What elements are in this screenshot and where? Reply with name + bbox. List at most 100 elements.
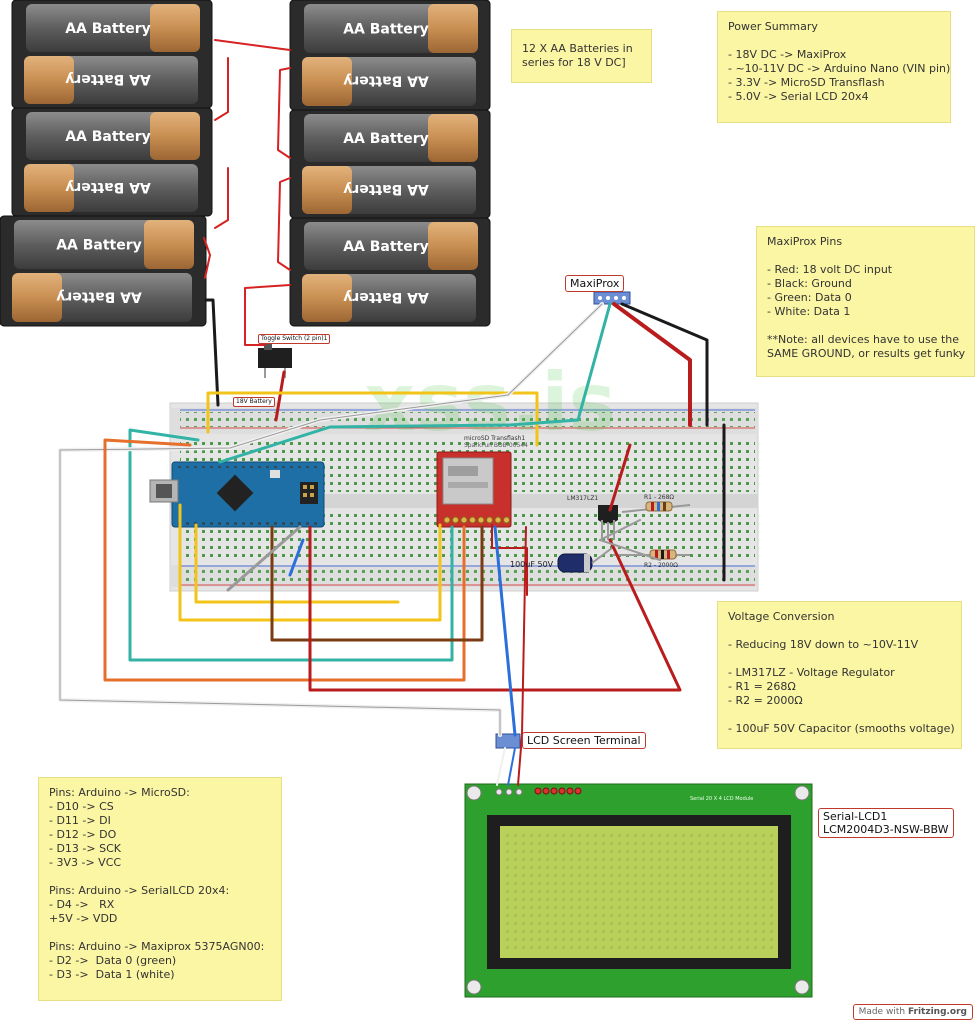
aa-battery-cell: AA Battery xyxy=(302,274,476,322)
lcd-pin xyxy=(515,788,523,796)
aa-battery-cell: AA Battery xyxy=(12,273,192,322)
battery-holder: AA Battery AA Battery xyxy=(11,107,213,217)
note-line: +5V -> VDD xyxy=(49,912,118,925)
note-line: - 100uF 50V Capacitor (smooths voltage) xyxy=(728,722,955,735)
battery-label: AA Battery xyxy=(56,238,142,254)
note-line: - D4 -> RX xyxy=(49,898,115,911)
note-line: Pins: Arduino -> SerialLCD 20x4: xyxy=(49,884,230,897)
battery-label: AA Battery xyxy=(343,22,429,38)
note-line xyxy=(767,249,964,263)
note-line: - R2 = 2000Ω xyxy=(728,694,803,707)
header-pin xyxy=(503,516,510,524)
lcd-module xyxy=(464,783,813,998)
fritzing-prefix: Made with xyxy=(858,1007,906,1017)
aa-battery-cell: AA Battery xyxy=(14,220,194,269)
note-line: - D13 -> SCK xyxy=(49,842,121,855)
header-pin xyxy=(477,516,485,524)
note-line: - D2 -> Data 0 (green) xyxy=(49,954,177,967)
battery-label: AA Battery xyxy=(343,289,429,305)
wires xyxy=(58,39,726,786)
note-line: - 3V3 -> VCC xyxy=(49,856,122,869)
lcd-pin xyxy=(505,788,513,796)
battery-label: AA Battery xyxy=(65,21,151,37)
aa-battery-cell: AA Battery xyxy=(26,4,200,52)
aa-battery-cell: AA Battery xyxy=(304,4,478,53)
power-summary-note: Power Summary - 18V DC -> MaxiProx- ~10-1… xyxy=(717,11,951,123)
arduino-nano xyxy=(149,461,325,528)
header-pin xyxy=(486,516,493,524)
note-line: - 5.0V -> Serial LCD 20x4 xyxy=(728,90,869,103)
battery-breadboard-tag: 18V Battery xyxy=(233,397,275,407)
note-line xyxy=(49,926,271,940)
note-line: Power Summary xyxy=(728,20,818,33)
voltage-regulator xyxy=(598,505,618,540)
battery-label: AA Battery xyxy=(65,129,151,145)
capacitor xyxy=(557,547,613,573)
battery-label: AA Battery xyxy=(343,239,429,255)
note-line: - White: Data 1 xyxy=(767,305,851,318)
note-line: Voltage Conversion xyxy=(728,610,835,623)
battery-holder: AA Battery AA Battery xyxy=(11,0,213,109)
lcd-header-pin xyxy=(558,787,566,795)
note-line: - 18V DC -> MaxiProx xyxy=(728,48,847,61)
voltage-conversion-note: Voltage Conversion- Reducing 18V down to… xyxy=(717,601,962,749)
battery-holder: AA Battery AA Battery xyxy=(0,215,207,327)
battery-label: AA Battery xyxy=(343,181,429,197)
arduino-pins-note: Pins: Arduino -> MicroSD:- D10 -> CS- D1… xyxy=(38,777,282,1001)
note-line: 12 X AA Batteries in xyxy=(522,42,633,55)
note-line: - D12 -> DO xyxy=(49,828,117,841)
note-line xyxy=(49,870,271,884)
aa-battery-cell: AA Battery xyxy=(302,166,476,214)
aa-battery-cell: AA Battery xyxy=(24,164,198,212)
aa-battery-cell: AA Battery xyxy=(304,222,478,270)
note-line: - Red: 18 volt DC input xyxy=(767,263,893,276)
note-line: - D11 -> DI xyxy=(49,814,111,827)
lcd-terminal-tag: LCD Screen Terminal xyxy=(522,732,646,749)
lcd-header-pin xyxy=(574,787,582,795)
note-line: - D10 -> CS xyxy=(49,800,114,813)
microsd-breakout xyxy=(436,451,512,528)
battery-holder: AA Battery AA Battery xyxy=(289,0,491,111)
battery-label: AA Battery xyxy=(65,179,151,195)
microsd-label-1: microSD Transflash1 xyxy=(464,435,525,442)
lcd-pin xyxy=(495,788,503,796)
lcd-header-pin xyxy=(550,787,558,795)
note-line: - Green: Data 0 xyxy=(767,291,852,304)
note-line xyxy=(767,319,964,333)
note-line xyxy=(728,708,951,722)
fritzing-badge[interactable]: Made with Fritzing.org xyxy=(852,1004,973,1020)
note-line: - D3 -> Data 1 (white) xyxy=(49,968,175,981)
battery-holder: AA Battery AA Battery xyxy=(289,109,491,219)
aa-battery-cell: AA Battery xyxy=(24,56,198,104)
note-line: - ~10-11V DC -> Arduino Nano (VIN pin) xyxy=(728,62,951,75)
resistor-r2 xyxy=(612,549,690,560)
resistor1-label: R1 - 268Ω xyxy=(644,494,674,501)
battery-holder: AA Battery AA Battery xyxy=(289,217,491,327)
note-line: **Note: all devices have to use the xyxy=(767,333,959,346)
resistor-r1 xyxy=(621,501,691,513)
note-line: MaxiProx Pins xyxy=(767,235,843,248)
note-line: Pins: Arduino -> MicroSD: xyxy=(49,786,190,799)
maxiprox-pins-note: MaxiProx Pins- Red: 18 volt DC input- Bl… xyxy=(756,226,975,377)
watermark: xss.is xyxy=(364,356,616,449)
lcd-header-pin xyxy=(534,787,542,795)
header-pin xyxy=(452,516,459,524)
battery-label: AA Battery xyxy=(65,71,151,87)
fritzing-brand: Fritzing.org xyxy=(907,1007,967,1017)
note-line: - 3.3V -> MicroSD Transflash xyxy=(728,76,885,89)
note-line xyxy=(728,652,951,666)
battery-label: AA Battery xyxy=(56,289,142,305)
lcd-terminal-block xyxy=(495,733,521,749)
note-line: - LM317LZ - Voltage Regulator xyxy=(728,666,895,679)
note-line: - R1 = 268Ω xyxy=(728,680,796,693)
regulator-label: LM317LZ1 xyxy=(567,495,598,502)
capacitor-label: 100uF 50V xyxy=(510,560,554,569)
battery-label: AA Battery xyxy=(343,73,429,89)
battery-label: AA Battery xyxy=(343,131,429,147)
aa-battery-cell: AA Battery xyxy=(26,112,200,160)
resistor2-label: R2 - 2000Ω xyxy=(644,562,678,569)
toggle-switch xyxy=(258,340,292,378)
